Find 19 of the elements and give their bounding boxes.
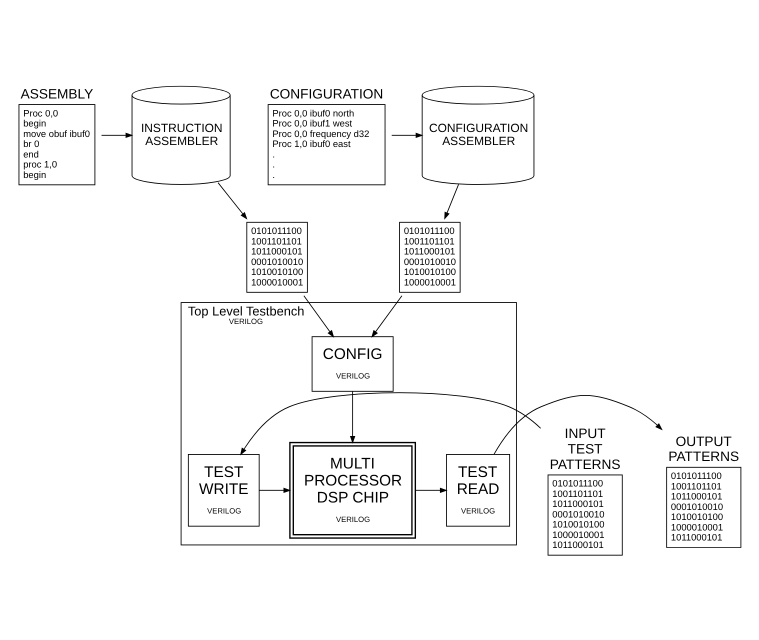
node-label: CONFIGURATION: [270, 86, 384, 101]
arrow: [101, 132, 134, 138]
arrow: [218, 182, 248, 220]
arrow: [391, 132, 424, 138]
node-label: ASSEMBLY: [20, 86, 94, 101]
node-label: OUTPUT PATTERNS: [668, 433, 740, 464]
node-label: INPUT TEST PATTERNS: [550, 426, 620, 472]
node-box: TEST READ VERILOG: [446, 454, 510, 526]
node-box: CONFIG VERILOG: [312, 336, 394, 392]
arrow: [258, 487, 292, 493]
arrow: [371, 294, 402, 338]
arrow: [240, 392, 542, 456]
node-box: MULTI PROCESSOR DSP CHIP VERILOG: [289, 441, 416, 538]
arrow: [494, 394, 663, 454]
arrow: [444, 184, 459, 220]
arrow: [415, 487, 448, 493]
node-box: TEST WRITE VERILOG: [188, 454, 260, 526]
arrow: [303, 294, 334, 338]
arrow: [350, 390, 356, 444]
